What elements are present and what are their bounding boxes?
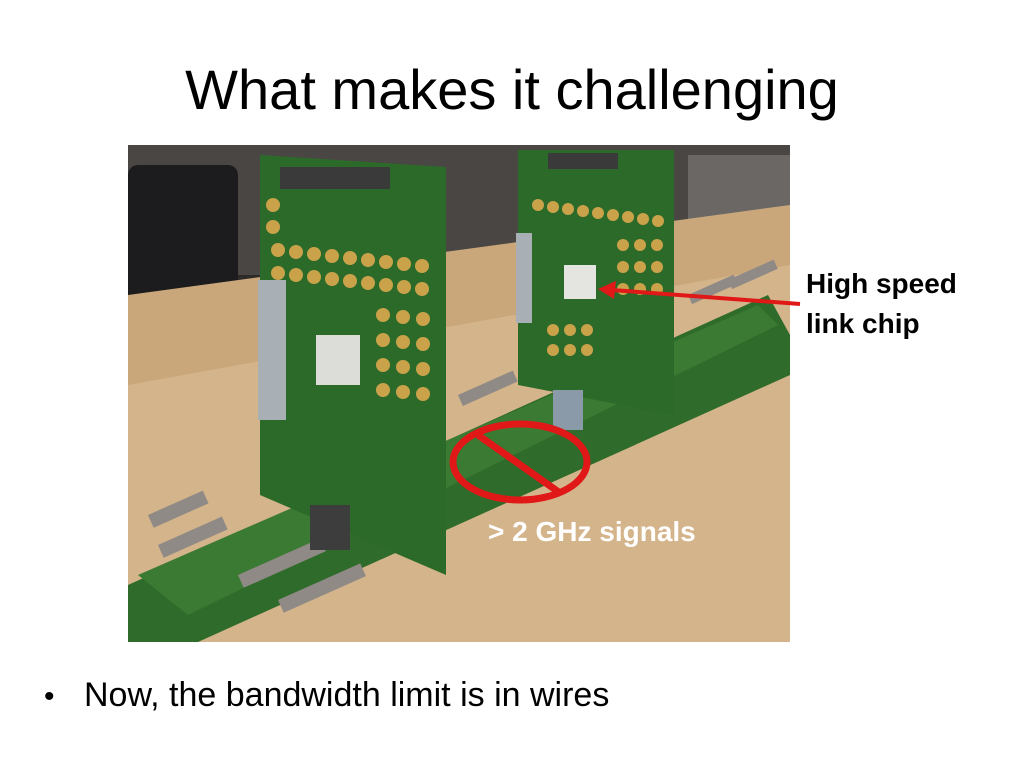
prohibition-slash-icon [475,432,563,496]
bullet-text: Now, the bandwidth limit is in wires [84,676,610,714]
circuit-board-photo [128,145,790,642]
callout-signals: > 2 GHz signals [488,516,696,547]
list-item: • Now, the bandwidth limit is in wires [44,676,609,715]
callout-link-chip: High speed link chip [806,264,957,344]
callout-chip-line1: High speed [806,268,957,299]
bullet-glyph: • [44,680,55,713]
callout-chip-line2: link chip [806,308,920,339]
slide-title: What makes it challenging [185,58,839,121]
photo-illustration [128,145,790,642]
bullet-list: • Now, the bandwidth limit is in wires [44,676,609,715]
prohibition-circle-icon [449,420,591,504]
